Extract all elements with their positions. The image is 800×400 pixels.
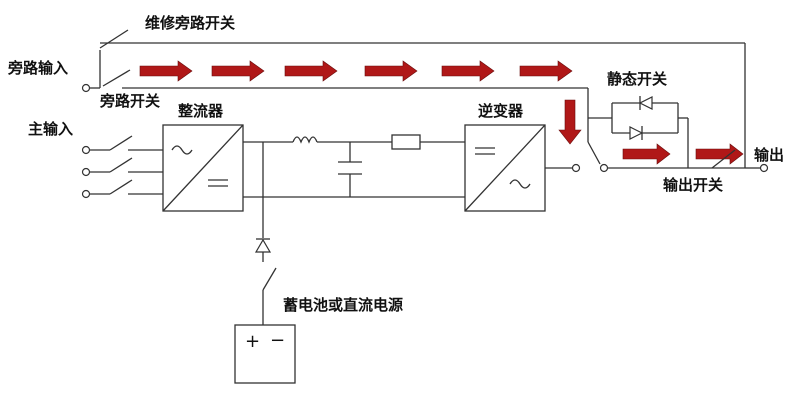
ac-wave-icon xyxy=(171,145,193,155)
flow-arrow-2 xyxy=(211,60,265,82)
main-input-terminal xyxy=(81,189,91,199)
battery-icon xyxy=(234,324,296,384)
inductor-icon xyxy=(292,136,318,144)
bypass-input-terminal xyxy=(81,83,91,93)
diode-icon xyxy=(629,126,644,140)
bypass-input-label: 旁路输入 xyxy=(7,59,68,77)
ac-wave-icon xyxy=(509,179,531,189)
battery-label: 蓄电池或直流电源 xyxy=(283,296,403,314)
main-input-terminal xyxy=(81,167,91,177)
rectifier-block xyxy=(162,124,244,212)
output-terminal xyxy=(759,163,769,173)
battery-branch: + − xyxy=(234,142,296,384)
bypass-flow-arrows xyxy=(139,60,744,165)
inverter-output-terminal xyxy=(571,163,581,173)
output-path xyxy=(545,118,769,173)
static-switch xyxy=(611,96,689,168)
flow-arrow-6 xyxy=(519,60,573,82)
maintenance-bypass-line xyxy=(99,29,746,168)
bypass-line xyxy=(90,69,612,119)
maintenance-bypass-switch-label: 维修旁路开关 xyxy=(145,14,235,32)
transfer-switch-terminal xyxy=(599,163,609,173)
main-input-label: 主输入 xyxy=(28,120,73,138)
flow-arrow-down xyxy=(558,99,582,145)
inverter-label: 逆变器 xyxy=(478,102,524,120)
flow-arrow-1 xyxy=(139,60,193,82)
resistor-icon xyxy=(391,134,421,150)
main-input-terminal xyxy=(81,145,91,155)
rectifier-label: 整流器 xyxy=(178,102,224,120)
inverter-block xyxy=(464,124,546,212)
diode-icon xyxy=(638,96,653,110)
diode-icon xyxy=(254,238,272,253)
flow-arrow-8 xyxy=(695,143,744,165)
static-switch-label: 静态开关 xyxy=(607,70,667,88)
flow-arrow-4 xyxy=(364,60,418,82)
flow-arrow-3 xyxy=(284,60,338,82)
output-label: 输出 xyxy=(754,146,784,164)
main-input-terminals xyxy=(81,135,163,199)
flow-arrow-5 xyxy=(441,60,495,82)
dc-link xyxy=(243,134,465,198)
battery-plus-sign: + xyxy=(245,331,260,352)
output-switch-label: 输出开关 xyxy=(663,176,723,194)
bypass-switch-label: 旁路开关 xyxy=(99,92,160,110)
flow-arrow-7 xyxy=(622,143,671,165)
capacitor-icon xyxy=(338,142,362,197)
battery-minus-sign: − xyxy=(270,330,285,351)
